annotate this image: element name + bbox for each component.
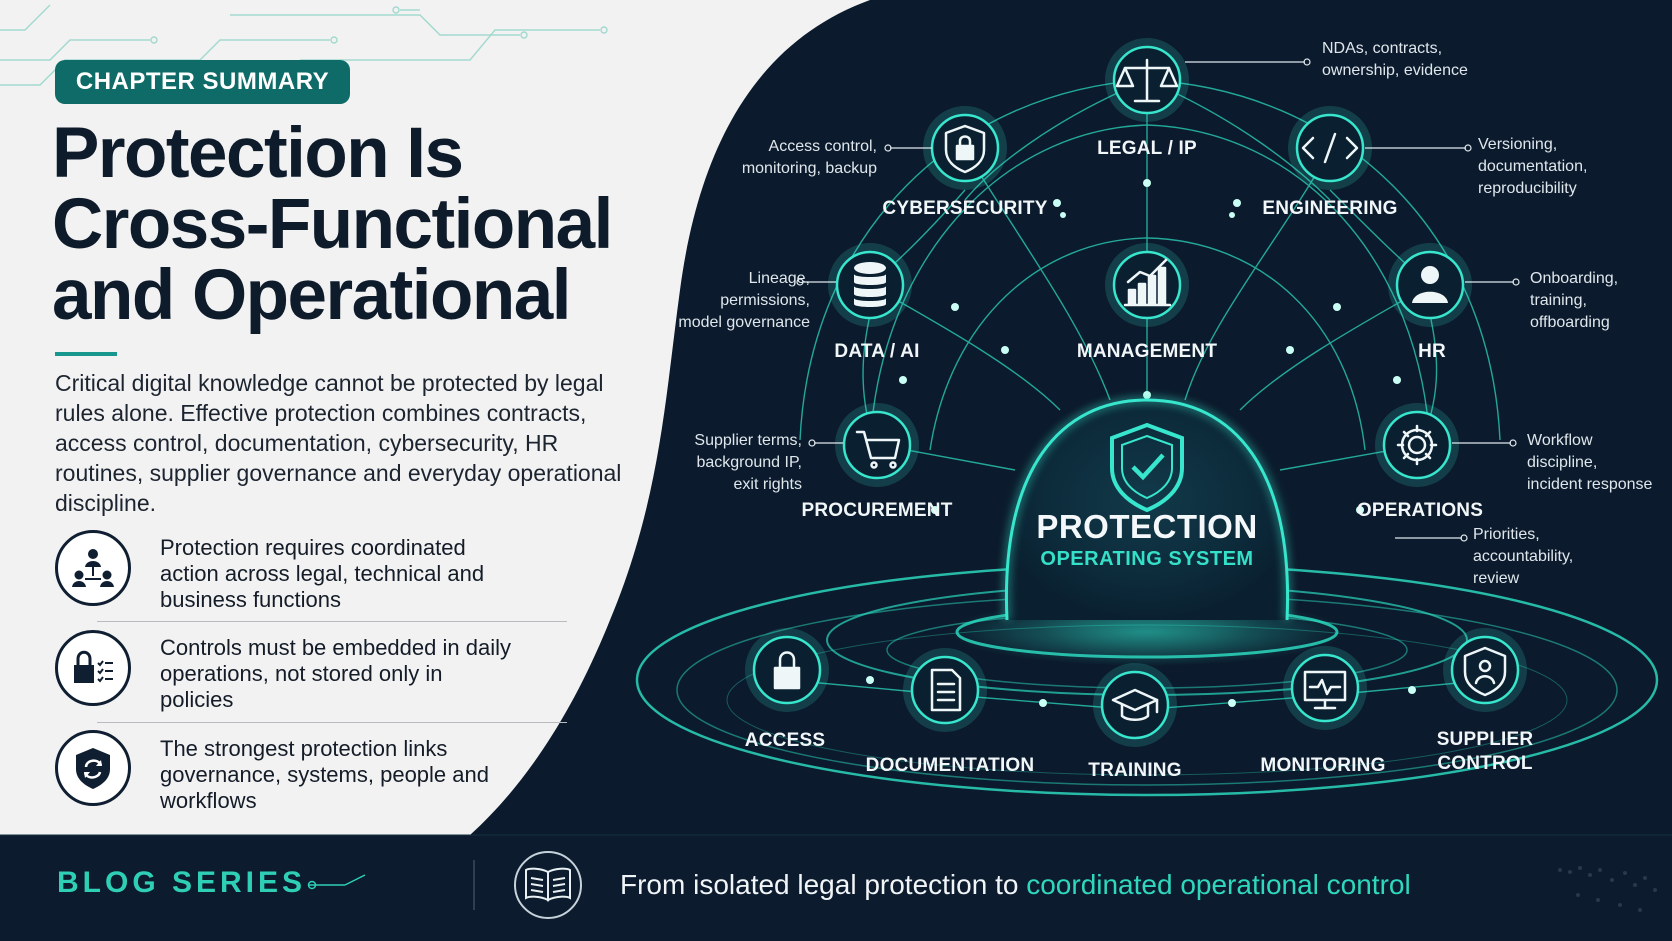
bar-chart-icon <box>1123 258 1172 307</box>
node-label-cybersecurity: CYBERSECURITY <box>882 198 1048 219</box>
code-icon <box>1301 132 1359 164</box>
shield-lock-icon <box>944 124 986 174</box>
key-point-1: Protection requires coordinated action a… <box>160 535 485 612</box>
platform-label-monitoring: MONITORING <box>1260 755 1386 776</box>
graduation-cap-icon <box>1111 688 1159 721</box>
note-procurement: Supplier terms, background IP, exit righ… <box>694 432 802 493</box>
platform-label-supplier-control: SUPPLIER CONTROL <box>1436 729 1534 774</box>
title-line-2: Cross-Functional <box>52 185 613 264</box>
title-line-3: and Operational <box>52 256 571 335</box>
node-label-engineering: ENGINEERING <box>1262 198 1398 219</box>
divider <box>97 621 567 622</box>
book-icon <box>515 852 581 918</box>
center-subtitle: OPERATING SYSTEM <box>1040 548 1254 570</box>
chapter-badge: CHAPTER SUMMARY <box>55 60 350 104</box>
padlock-icon <box>773 651 801 690</box>
supplier-shield-icon <box>1463 646 1507 697</box>
note-engineering: Versioning, documentation, reproducibili… <box>1478 136 1588 197</box>
tagline-highlight: coordinated operational control <box>1026 869 1411 900</box>
cart-icon <box>855 430 901 469</box>
scales-icon <box>1115 58 1179 103</box>
shield-check-icon <box>1110 422 1184 513</box>
center-title: PROTECTION <box>1036 508 1258 545</box>
team-network-icon <box>55 530 131 606</box>
shield-cycle-icon <box>55 730 131 806</box>
node-label-procurement: PROCUREMENT <box>801 500 953 521</box>
note-cybersecurity: Access control, monitoring, backup <box>741 138 877 177</box>
accent-rule <box>55 352 117 356</box>
note-data-ai: Lineage, permissions, model governance <box>678 270 810 331</box>
intro-paragraph: Critical digital knowledge cannot be pro… <box>55 370 622 516</box>
monitor-icon <box>1303 670 1347 710</box>
note-management: Priorities, accountability, review <box>1473 526 1574 587</box>
title-line-1: Protection Is <box>52 114 464 193</box>
tagline-plain: From isolated legal protection to <box>620 869 1027 900</box>
node-label-operations: OPERATIONS <box>1356 500 1484 521</box>
document-icon <box>930 668 962 712</box>
note-hr: Onboarding, training, offboarding <box>1530 270 1619 331</box>
note-legal: NDAs, contracts, ownership, evidence <box>1322 40 1468 79</box>
note-operations: Workflow discipline, incident response <box>1527 432 1653 493</box>
node-label-management: MANAGEMENT <box>1076 341 1218 362</box>
node-label-legal: LEGAL / IP <box>1097 138 1197 159</box>
platform-label-training: TRAINING <box>1088 760 1182 781</box>
book-icon-art <box>514 851 582 919</box>
footer-tagline: From isolated legal protection to coordi… <box>620 869 1411 901</box>
person-icon <box>1412 266 1448 303</box>
key-point-2: Controls must be embedded in daily opera… <box>160 635 511 712</box>
platform-label-access: ACCESS <box>744 730 826 751</box>
footer-series-label: BLOG SERIES <box>57 866 307 899</box>
node-label-data-ai: DATA / AI <box>834 341 920 362</box>
database-icon <box>854 262 886 307</box>
page-title: Protection Is Cross-Functional and Opera… <box>52 118 672 331</box>
node-label-hr: HR <box>1418 341 1446 362</box>
gear-icon <box>1396 424 1438 466</box>
platform-label-documentation: DOCUMENTATION <box>865 755 1035 776</box>
lock-checklist-icon <box>55 630 131 706</box>
key-point-3: The strongest protection links governanc… <box>160 736 489 813</box>
divider <box>97 722 567 723</box>
